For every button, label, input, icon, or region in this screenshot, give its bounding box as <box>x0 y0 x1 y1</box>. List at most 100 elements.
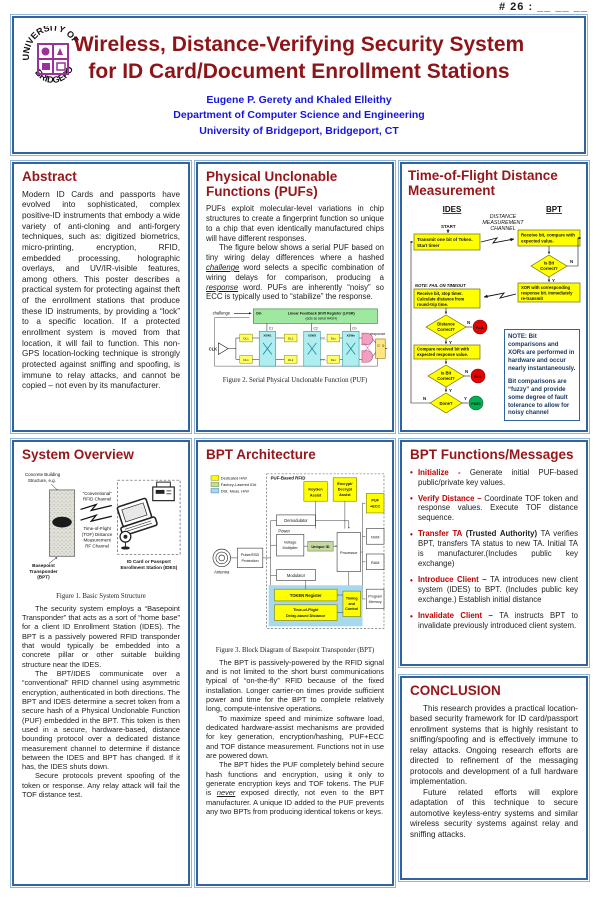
poster-title-line1: Wireless, Distance-Verifying Security Sy… <box>73 33 525 56</box>
ram-box: RAM <box>366 553 385 570</box>
svg-text:Timing: Timing <box>346 596 358 600</box>
svg-text:Decrypt: Decrypt <box>338 487 353 491</box>
figure2-caption: Figure 2. Serial Physical Unclonable Fun… <box>222 377 368 385</box>
modulator-box: Modulator <box>276 568 316 581</box>
never-word: never <box>216 788 236 798</box>
svg-text:Start timer: Start timer <box>417 243 440 248</box>
fail-circle-2: FAIL <box>470 368 486 384</box>
response-label: response <box>370 332 385 336</box>
function-item-text: Transfer TA (Trusted Authority) TA verif… <box>418 529 578 569</box>
svg-text:MEASUREMENT: MEASUREMENT <box>482 220 524 226</box>
dff-d: D <box>377 344 380 348</box>
clk-label: CLK <box>209 347 217 352</box>
system-overview-panel: System Overview Concrete Building Struct… <box>10 438 192 888</box>
dots-bottom: - - - <box>321 358 328 363</box>
timing-control-box: Timing and Control <box>342 590 361 617</box>
pufs-p2-seg3: word. PUFs are inherently “noisy” so ECC… <box>206 282 384 302</box>
keygen-assist-box: KeyGen Assist <box>303 480 328 502</box>
svg-text:Time-of-Flight: Time-of-Flight <box>293 608 319 612</box>
transmit-box: Transmit one bit of Token. Start timer <box>413 233 481 251</box>
n-label-2: N <box>467 320 470 325</box>
legend: Dedicated H/W Factory-Lasered ID# Dist. … <box>210 475 257 493</box>
tof-title: Time-of-Flight Distance Measurement <box>408 168 580 198</box>
tap-c2: C2 <box>313 327 317 331</box>
function-item-text: Invalidate Client – TA instructs BPT to … <box>418 611 578 631</box>
xsw2-label: XSW2 <box>308 334 317 338</box>
conclusion-title: CONCLUSION <box>410 683 501 698</box>
svg-text:+ECC: +ECC <box>370 504 380 508</box>
svg-text:Measurement: Measurement <box>83 537 111 542</box>
function-item-text: Initialize - Generate initial PUF-based … <box>418 467 578 487</box>
printer-icon <box>152 481 175 501</box>
svg-text:Is Bit: Is Bit <box>544 261 555 266</box>
arch-p3-seg1: The BPT hides the PUF completely behind … <box>206 760 384 798</box>
svg-text:Distance: Distance <box>437 322 455 327</box>
ides-label: ID Card or Passport Enrollment Station (… <box>120 559 177 570</box>
svg-text:DISTANCE: DISTANCE <box>490 214 517 220</box>
puf-ecc-box: PUF +ECC <box>366 492 385 513</box>
lfsr-line2: (acts as serial HASH) <box>306 317 337 321</box>
svg-text:Delay-based Distance: Delay-based Distance <box>286 614 325 618</box>
tof-distance-box: Time-of-Flight Delay-based Distance <box>274 604 338 621</box>
svg-text:Processor: Processor <box>340 550 358 555</box>
power-label: Power <box>278 528 290 533</box>
rfid-channel-label: “Conventional” RFID Channel <box>83 490 113 501</box>
function-item: • Invalidate Client – TA instructs BPT t… <box>410 611 578 631</box>
puf-rfid-dashed-box <box>266 473 385 629</box>
concrete-block <box>48 489 76 557</box>
tap-c1: C1 <box>269 327 273 331</box>
svg-text:“Conventional”: “Conventional” <box>83 490 113 495</box>
figure1-caption: Figure 1. Basic System Structure <box>56 592 146 600</box>
svg-text:TOKEN Register: TOKEN Register <box>290 593 322 598</box>
n-label-1: N <box>570 259 573 264</box>
processor-box: Processor <box>336 531 361 572</box>
svg-text:FAIL: FAIL <box>474 375 483 379</box>
svg-text:Structure, e.g.: Structure, e.g. <box>28 478 56 483</box>
puf-figure: challenge Din Linear Feedback Shift Regi… <box>206 306 388 385</box>
svg-text:Receive bit, compare with: Receive bit, compare with <box>521 233 575 238</box>
svg-text:Multiplier: Multiplier <box>283 546 299 550</box>
svg-text:Enrollment Station (IDES): Enrollment Station (IDES) <box>120 565 177 570</box>
svg-text:Concrete Building: Concrete Building <box>25 472 61 477</box>
svg-text:re-transmit: re-transmit <box>521 296 543 301</box>
function-item-text: Verify Distance – Coordinate TOF token a… <box>418 493 578 523</box>
overview-paragraph-2: The BPT/IDES communicate over a “convent… <box>22 668 180 772</box>
output-register: D Q <box>375 338 386 359</box>
y-label-1: Y <box>552 278 555 283</box>
compare-response-box: Compare received bit with expected respo… <box>413 344 481 360</box>
conclusion-paragraph-2: Future related efforts will explore adap… <box>410 787 578 839</box>
svg-text:Dedicated H/W: Dedicated H/W <box>221 475 247 480</box>
abstract-title: Abstract <box>22 169 77 184</box>
svg-text:Calculate distance from: Calculate distance from <box>417 297 465 302</box>
svg-text:PASS: PASS <box>471 402 481 406</box>
xsw1-label: XSW1 <box>263 334 272 338</box>
svg-text:Factory-Lasered ID#: Factory-Lasered ID# <box>221 482 257 487</box>
svg-text:Program: Program <box>368 594 382 598</box>
pufs-panel: Physical Unclonable Functions (PUFs) PUF… <box>194 160 396 434</box>
university: University of Bridgeport, Bridgeport, CT <box>199 125 399 138</box>
svg-text:PUF: PUF <box>371 498 379 502</box>
svg-text:expected response value.: expected response value. <box>417 352 468 357</box>
svg-text:RFID Channel: RFID Channel <box>83 496 111 501</box>
ides-column-header: IDES <box>443 205 462 214</box>
lfsr-box: Din Linear Feedback Shift Register (LFSR… <box>253 308 378 325</box>
distance-correct-diamond: Distance Correct? <box>425 314 467 340</box>
pufs-paragraph-2: The figure below shows a serial PUF base… <box>206 243 384 302</box>
dots-top: - - - <box>321 336 328 341</box>
svg-text:Demodulator: Demodulator <box>284 518 308 523</box>
svg-text:XOR with corresponding: XOR with corresponding <box>521 285 571 290</box>
seal-shield <box>37 43 69 75</box>
function-item-text: Introduce Client – TA introduces new cli… <box>418 575 579 605</box>
antenna-icon: Antenna <box>212 548 231 574</box>
response-word: response <box>206 282 239 292</box>
pass-circle: PASS <box>468 395 484 411</box>
channel-label: DISTANCE MEASUREMENT CHANNEL <box>482 214 524 232</box>
fail-on-timeout-note: NOTE: FAIL ON TIMEOUT <box>415 283 466 288</box>
arch-paragraph-1: The BPT is passively-powered by the RFID… <box>206 657 384 714</box>
n-label-3: N <box>465 369 468 374</box>
svg-text:Protection: Protection <box>242 558 259 562</box>
svg-text:Memory: Memory <box>369 599 382 603</box>
abstract-panel: Abstract Modern ID Cards and passports h… <box>10 160 192 434</box>
authors-block: Eugene P. Gerety and Khaled Elleithy Dep… <box>14 93 584 140</box>
function-item: • Initialize - Generate initial PUF-base… <box>410 468 578 488</box>
